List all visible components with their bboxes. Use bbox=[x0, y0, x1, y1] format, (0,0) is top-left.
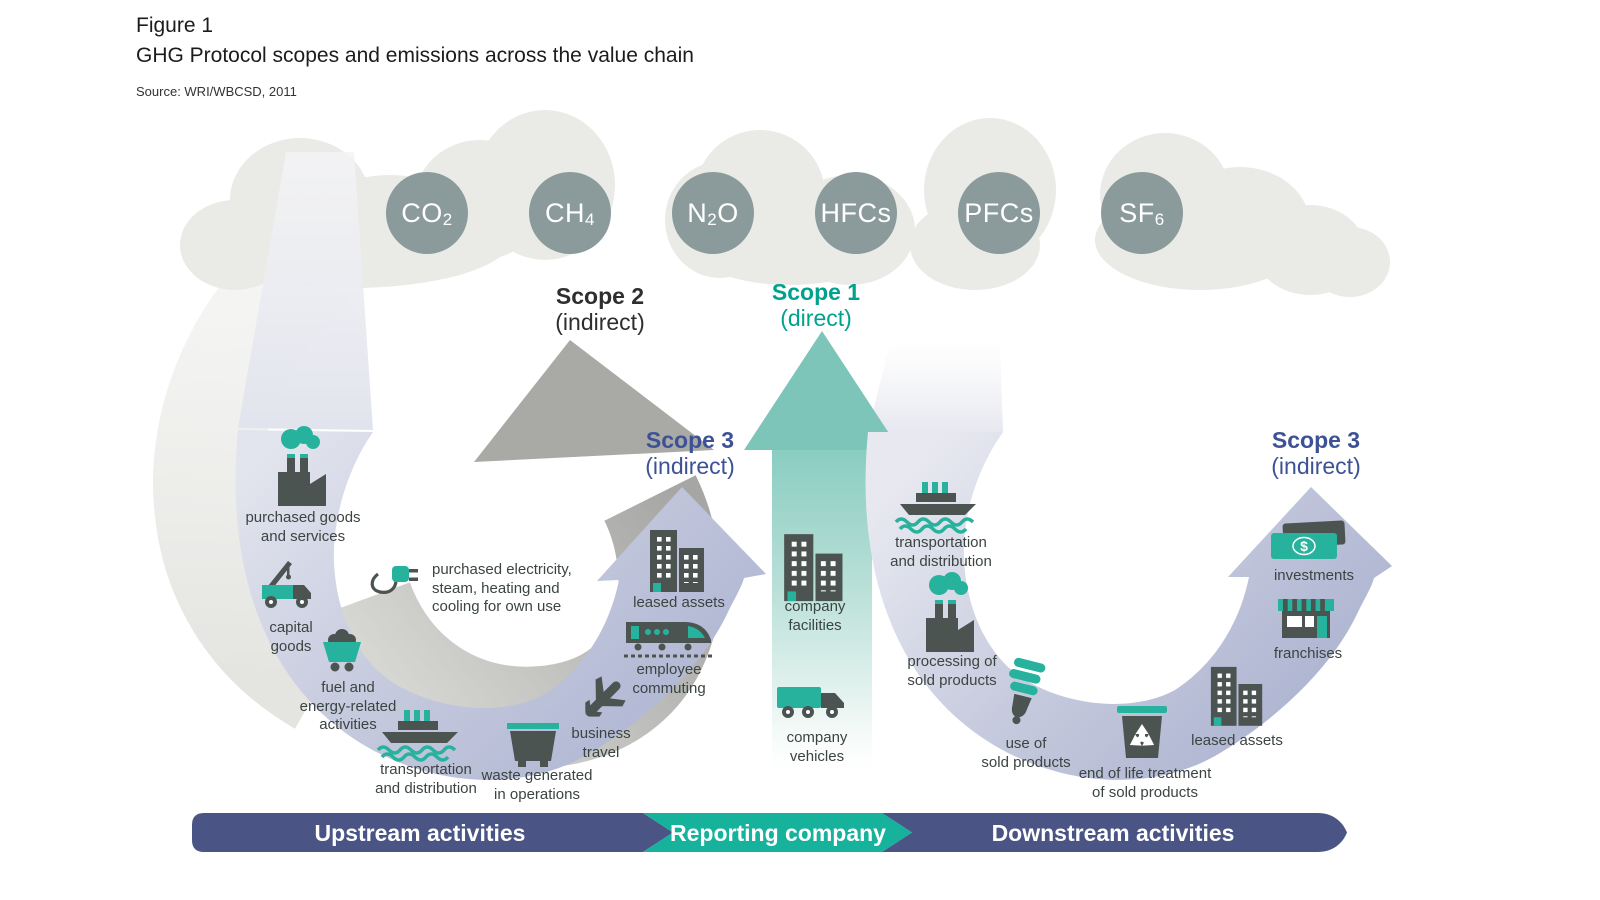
scope1-qualifier: (direct) bbox=[780, 304, 852, 331]
label-transportation-distribution-upstream: transportation and distribution bbox=[375, 761, 477, 797]
label-business-travel: business travel bbox=[571, 725, 631, 761]
storefront-icon bbox=[1278, 599, 1334, 638]
bar-label-reporting: Reporting company bbox=[670, 820, 886, 846]
scope3-qualifier: (indirect) bbox=[645, 452, 735, 479]
upstream-arc-scope3-arrow bbox=[235, 430, 766, 780]
scope3-upstream-label: Scope 3 (indirect) bbox=[600, 427, 780, 480]
upstream-arc-fade bbox=[238, 152, 373, 430]
bar-label-upstream: Upstream activities bbox=[314, 820, 526, 846]
gas-text: CH bbox=[545, 197, 586, 228]
dollar-sign: $ bbox=[1300, 538, 1308, 554]
gas-text: N bbox=[687, 197, 708, 228]
scope1-arrowhead bbox=[744, 331, 900, 450]
figure-title: GHG Protocol scopes and emissions across… bbox=[136, 44, 694, 67]
label-transportation-distribution-downstream: transportation and distribution bbox=[890, 534, 992, 570]
gas-text: CO bbox=[401, 197, 443, 228]
label-processing-sold-products: processing of sold products bbox=[907, 653, 997, 689]
downstream-arc-fade bbox=[868, 342, 1003, 432]
scope3-downstream-label: Scope 3 (indirect) bbox=[1226, 427, 1406, 480]
scope1-arrow bbox=[744, 331, 900, 772]
label-use-of-sold-products: use of sold products bbox=[981, 735, 1071, 771]
gas-text: PFCs bbox=[964, 197, 1034, 228]
label-purchased-goods-and-services: purchased goods and services bbox=[245, 509, 361, 545]
scope3-qualifier: (indirect) bbox=[1271, 452, 1361, 479]
gas-sub: 4 bbox=[585, 210, 595, 229]
label-company-facilities: company facilities bbox=[784, 598, 846, 634]
value-chain-bar bbox=[192, 813, 1347, 852]
bar-label-downstream: Downstream activities bbox=[991, 820, 1235, 846]
gas-text: SF bbox=[1119, 197, 1155, 228]
scope2-qualifier: (indirect) bbox=[555, 308, 645, 335]
gas-text: HFCs bbox=[820, 197, 892, 228]
label-end-of-life-treatment: end of life treatment of sold products bbox=[1078, 765, 1212, 801]
label-franchises: franchises bbox=[1273, 645, 1343, 662]
gas-sub: 2 bbox=[707, 210, 718, 229]
label-capital-goods: capital goods bbox=[269, 619, 313, 655]
scope2-arrowhead bbox=[474, 340, 714, 462]
label-purchased-electricity: purchased electricity, steam, heating an… bbox=[432, 561, 572, 616]
figure-source: Source: WRI/WBCSD, 2011 bbox=[136, 84, 297, 99]
label-employee-commuting: employee commuting bbox=[632, 661, 706, 697]
gas-chip-pfcs: PFCs bbox=[958, 172, 1040, 254]
scope2-label: Scope 2 (indirect) bbox=[510, 283, 690, 336]
gas-text: O bbox=[717, 197, 739, 228]
bar-reporting-segment bbox=[643, 813, 912, 852]
label-leased-assets-upstream: leased assets bbox=[633, 594, 725, 611]
scope3-name: Scope 3 bbox=[645, 427, 735, 453]
label-investments: investments bbox=[1273, 567, 1355, 584]
scope3-name: Scope 3 bbox=[1271, 427, 1361, 453]
label-waste-generated: waste generated in operations bbox=[481, 767, 593, 803]
gas-sub: 2 bbox=[442, 210, 453, 229]
label-leased-assets-downstream: leased assets bbox=[1191, 732, 1283, 749]
label-fuel-energy-activities: fuel and energy-related activities bbox=[299, 679, 397, 734]
scope1-label: Scope 1 (direct) bbox=[726, 279, 906, 332]
bar-upstream-segment bbox=[192, 813, 673, 852]
figure-label: Figure 1 bbox=[136, 14, 214, 37]
gas-sub: 6 bbox=[1154, 210, 1165, 229]
bar-downstream-segment bbox=[882, 813, 1347, 852]
label-company-vehicles: company vehicles bbox=[786, 729, 848, 765]
scope2-name: Scope 2 bbox=[555, 283, 645, 309]
scope1-name: Scope 1 bbox=[771, 279, 861, 305]
gas-chip-hfcs: HFCs bbox=[815, 172, 897, 254]
